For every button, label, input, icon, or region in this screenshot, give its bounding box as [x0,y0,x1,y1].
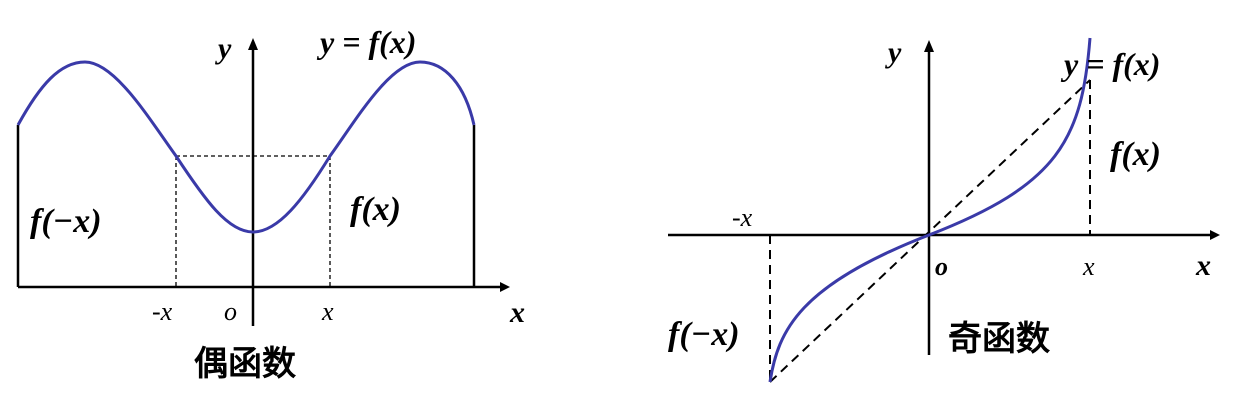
odd-pos-x-label: x [1082,252,1095,281]
even-pos-x-label: x [321,297,334,326]
odd-x-axis-arrow [1210,230,1220,240]
even-left-value-label: f(−x) [30,203,102,240]
even-x-axis-arrow [500,282,510,292]
odd-title: 奇函数 [948,319,1050,359]
even-function-curve [16,60,476,234]
even-origin-label: o [224,297,237,326]
even-y-axis-label: y [215,32,232,65]
even-curve-label: y = f(x) [316,24,416,60]
odd-function-curve [768,37,1092,383]
odd-dashed-diagonal [769,79,1091,383]
odd-right-value-label: f(x) [1110,136,1161,173]
odd-origin-label: o [935,252,948,281]
even-x-axis-label: x [509,296,525,329]
even-title: 偶函数 [194,344,296,384]
odd-x-axis-label: x [1195,249,1211,282]
odd-y-axis-arrow [924,40,934,52]
odd-left-value-label: f(−x) [668,316,740,353]
odd-curve-label: y = f(x) [1060,46,1160,82]
odd-y-axis-label: y [885,36,902,69]
even-y-axis-arrow [248,38,258,50]
odd-neg-x-label: -x [732,203,753,232]
even-right-value-label: f(x) [350,191,401,228]
even-function-panel: y y = f(x) f(−x) f(x) -x o x x 偶函数 [16,24,525,384]
odd-function-panel: y y = f(x) f(x) -x o x x f(−x) 奇函数 [668,36,1220,383]
even-neg-x-label: -x [152,297,173,326]
